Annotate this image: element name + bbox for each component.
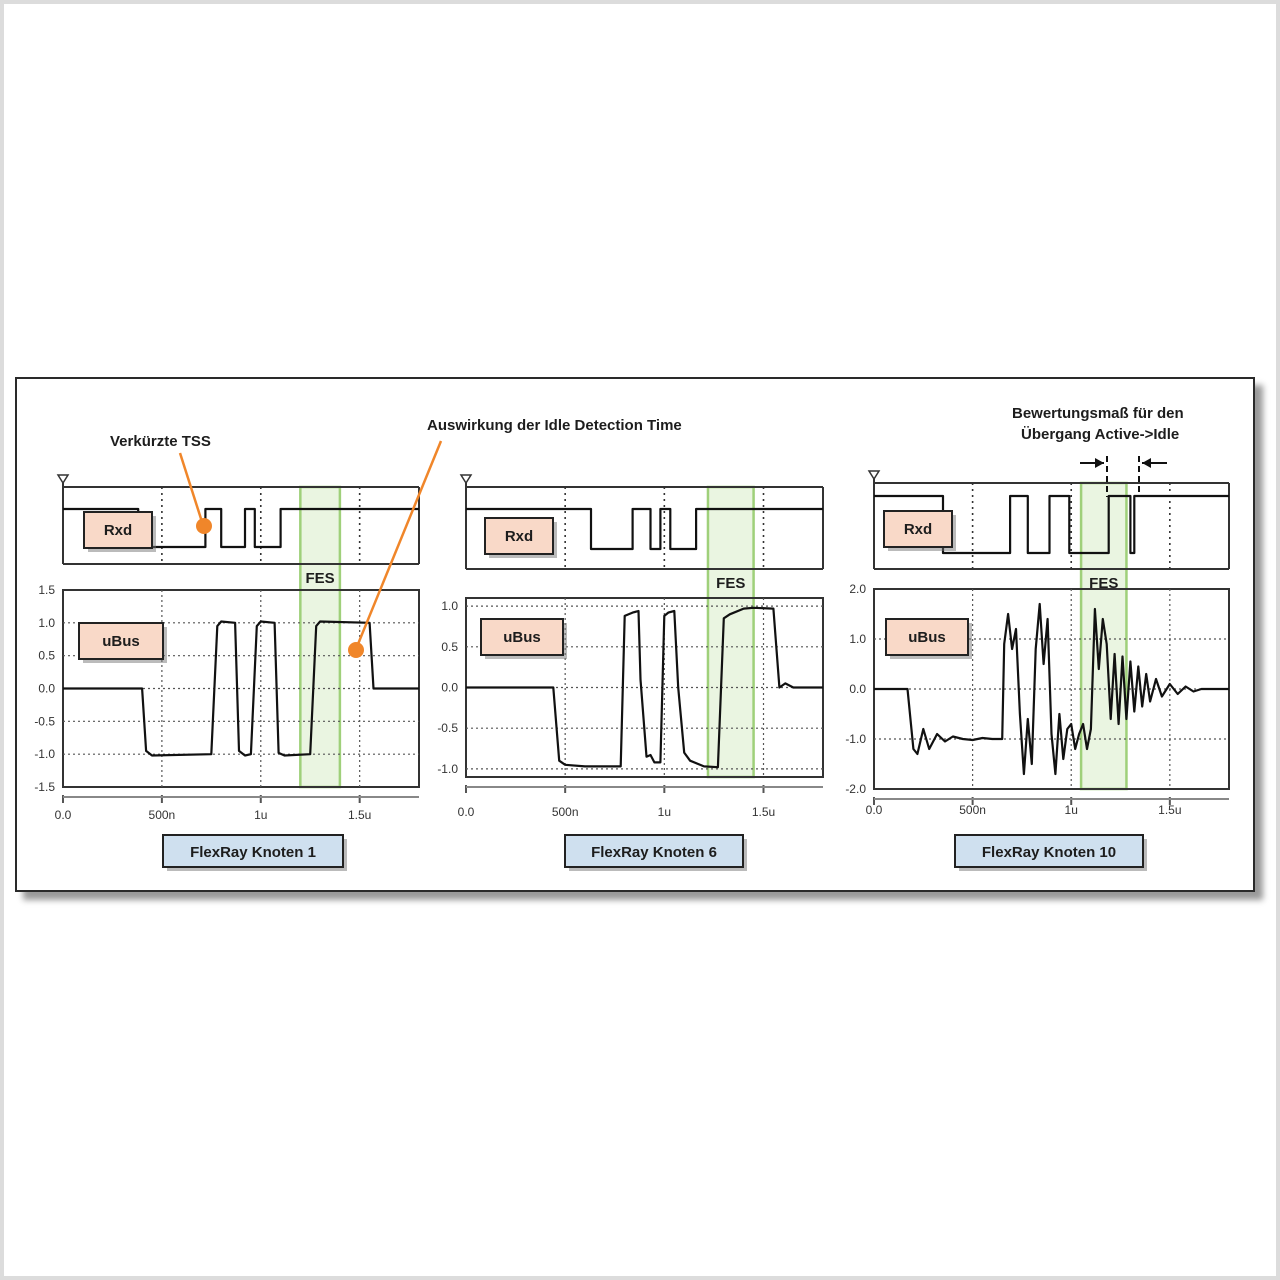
y-tick-label: 0.0: [849, 682, 866, 696]
ubus-label-box-text: uBus: [908, 629, 946, 646]
x-tick-label: 500n: [959, 803, 986, 817]
rxd-label-box-text: Rxd: [104, 522, 132, 539]
x-tick-label: 0.0: [55, 808, 72, 822]
x-tick-label: 1u: [658, 805, 671, 819]
chart-knoten-2: 1.0 0.5 0.0 -0.5 -1.0 0.0 500n 1u 1.5u FES Rxd uBus…: [437, 474, 824, 871]
annotation-bewertung-line1: Bewertungsmaß für den: [1012, 405, 1184, 422]
trigger-marker-icon: [56, 474, 70, 485]
y-tick-label: 1.5: [38, 583, 55, 597]
y-tick-label: -0.5: [437, 721, 458, 735]
arrow-right-icon: [1095, 458, 1104, 468]
chart-title: FlexRay Knoten 1: [190, 844, 316, 861]
y-tick-label: 0.0: [441, 681, 458, 695]
ubus-label-box-text: uBus: [503, 629, 541, 646]
fes-window: [706, 485, 755, 779]
rxd-trace: [63, 507, 419, 549]
figure-svg: Verkürzte TSS Auswirkung der Idle Detect…: [34, 405, 1230, 871]
chart-title: FlexRay Knoten 10: [982, 844, 1116, 861]
chart-title-box: [162, 834, 344, 868]
ubus-trace: [63, 620, 419, 757]
rxd-label-box: [883, 510, 953, 548]
rxd-label-box-text: Rxd: [505, 528, 533, 545]
rxd-label-box: [83, 511, 153, 549]
x-tick-label: 0.0: [458, 805, 475, 819]
chart-title-box: [954, 834, 1144, 868]
trigger-marker-icon: [867, 470, 881, 481]
y-tick-label: -2.0: [845, 782, 866, 796]
y-tick-label: -1.0: [34, 747, 55, 761]
figure-panel: Verkürzte TSS Auswirkung der Idle Detect…: [15, 377, 1255, 892]
chart-title-box: [564, 834, 744, 868]
rxd-trace: [466, 507, 823, 551]
rxd-trace: [874, 494, 1229, 555]
y-tick-label: -1.0: [845, 732, 866, 746]
fes-window: [299, 485, 342, 789]
fes-label: FES: [716, 575, 745, 592]
y-tick-label: 0.5: [441, 640, 458, 654]
ubus-label-box: [885, 618, 969, 656]
x-tick-label: 1u: [254, 808, 267, 822]
ubus-label-box: [480, 618, 564, 656]
y-tick-label: 0.5: [38, 649, 55, 663]
x-tick-label: 1.5u: [752, 805, 775, 819]
x-tick-label: 0.0: [866, 803, 883, 817]
y-tick-label: 2.0: [849, 582, 866, 596]
x-tick-label: 1.5u: [348, 808, 371, 822]
y-tick-label: 1.0: [849, 632, 866, 646]
ubus-trace: [874, 602, 1229, 776]
annotation-verkuerzte-tss: Verkürzte TSS: [110, 433, 211, 450]
x-tick-label: 1.5u: [1158, 803, 1181, 817]
arrow-left-icon: [1142, 458, 1151, 468]
idle-pointer-dot: [348, 642, 364, 658]
y-tick-label: -1.5: [34, 780, 55, 794]
x-tick-label: 500n: [149, 808, 176, 822]
x-tick-label: 500n: [552, 805, 579, 819]
y-tick-label: 1.0: [38, 616, 55, 630]
rxd-label-box: [484, 517, 554, 555]
ubus-label-box-text: uBus: [102, 633, 140, 650]
annotation-bewertung-line2: Übergang Active->Idle: [1021, 426, 1179, 443]
rxd-label-box-text: Rxd: [904, 521, 932, 538]
ubus-trace: [466, 606, 823, 769]
idle-pointer-line: [354, 440, 443, 650]
tss-pointer-line: [178, 452, 205, 526]
y-tick-label: -1.0: [437, 762, 458, 776]
fes-label: FES: [306, 570, 335, 587]
chart-title: FlexRay Knoten 6: [591, 844, 717, 861]
tss-pointer-dot: [196, 518, 212, 534]
y-tick-label: 0.0: [38, 682, 55, 696]
ubus-label-box: [78, 622, 164, 660]
y-tick-label: 1.0: [441, 599, 458, 613]
trigger-marker-icon: [459, 474, 473, 485]
fes-label: FES: [1089, 575, 1118, 592]
x-tick-label: 1u: [1065, 803, 1078, 817]
annotation-idle-detection: Auswirkung der Idle Detection Time: [427, 417, 682, 434]
y-tick-label: -0.5: [34, 714, 55, 728]
